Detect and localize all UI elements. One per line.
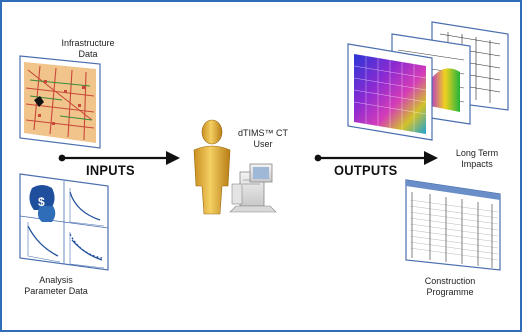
long-term-impacts-label: Long Term Impacts	[455, 148, 499, 169]
analysis-parameter-data-label: Analysis Parameter Data	[24, 275, 88, 296]
money-bag-icon: $	[29, 185, 56, 222]
outputs-arrow	[314, 151, 438, 165]
inputs-label: INPUTS	[86, 162, 135, 178]
construction-programme-table-icon	[405, 179, 501, 271]
svg-text:$: $	[38, 195, 45, 209]
infrastructure-data-label: Infrastructure Data	[61, 38, 115, 59]
outputs-label: OUTPUTS	[334, 162, 398, 178]
infrastructure-map-icon	[19, 55, 101, 149]
inputs-arrow	[58, 151, 180, 165]
person-icon	[193, 119, 231, 215]
dtims-user-label: dTIMS™ CT User	[237, 128, 288, 149]
long-term-impacts-chart-icon	[347, 21, 509, 141]
analysis-parameter-icon: $	[19, 173, 109, 271]
frame-top-border	[0, 0, 522, 2]
construction-programme-label: Construction Programme	[424, 276, 476, 297]
computer-icon	[229, 163, 277, 213]
frame-bottom-border	[0, 330, 522, 332]
